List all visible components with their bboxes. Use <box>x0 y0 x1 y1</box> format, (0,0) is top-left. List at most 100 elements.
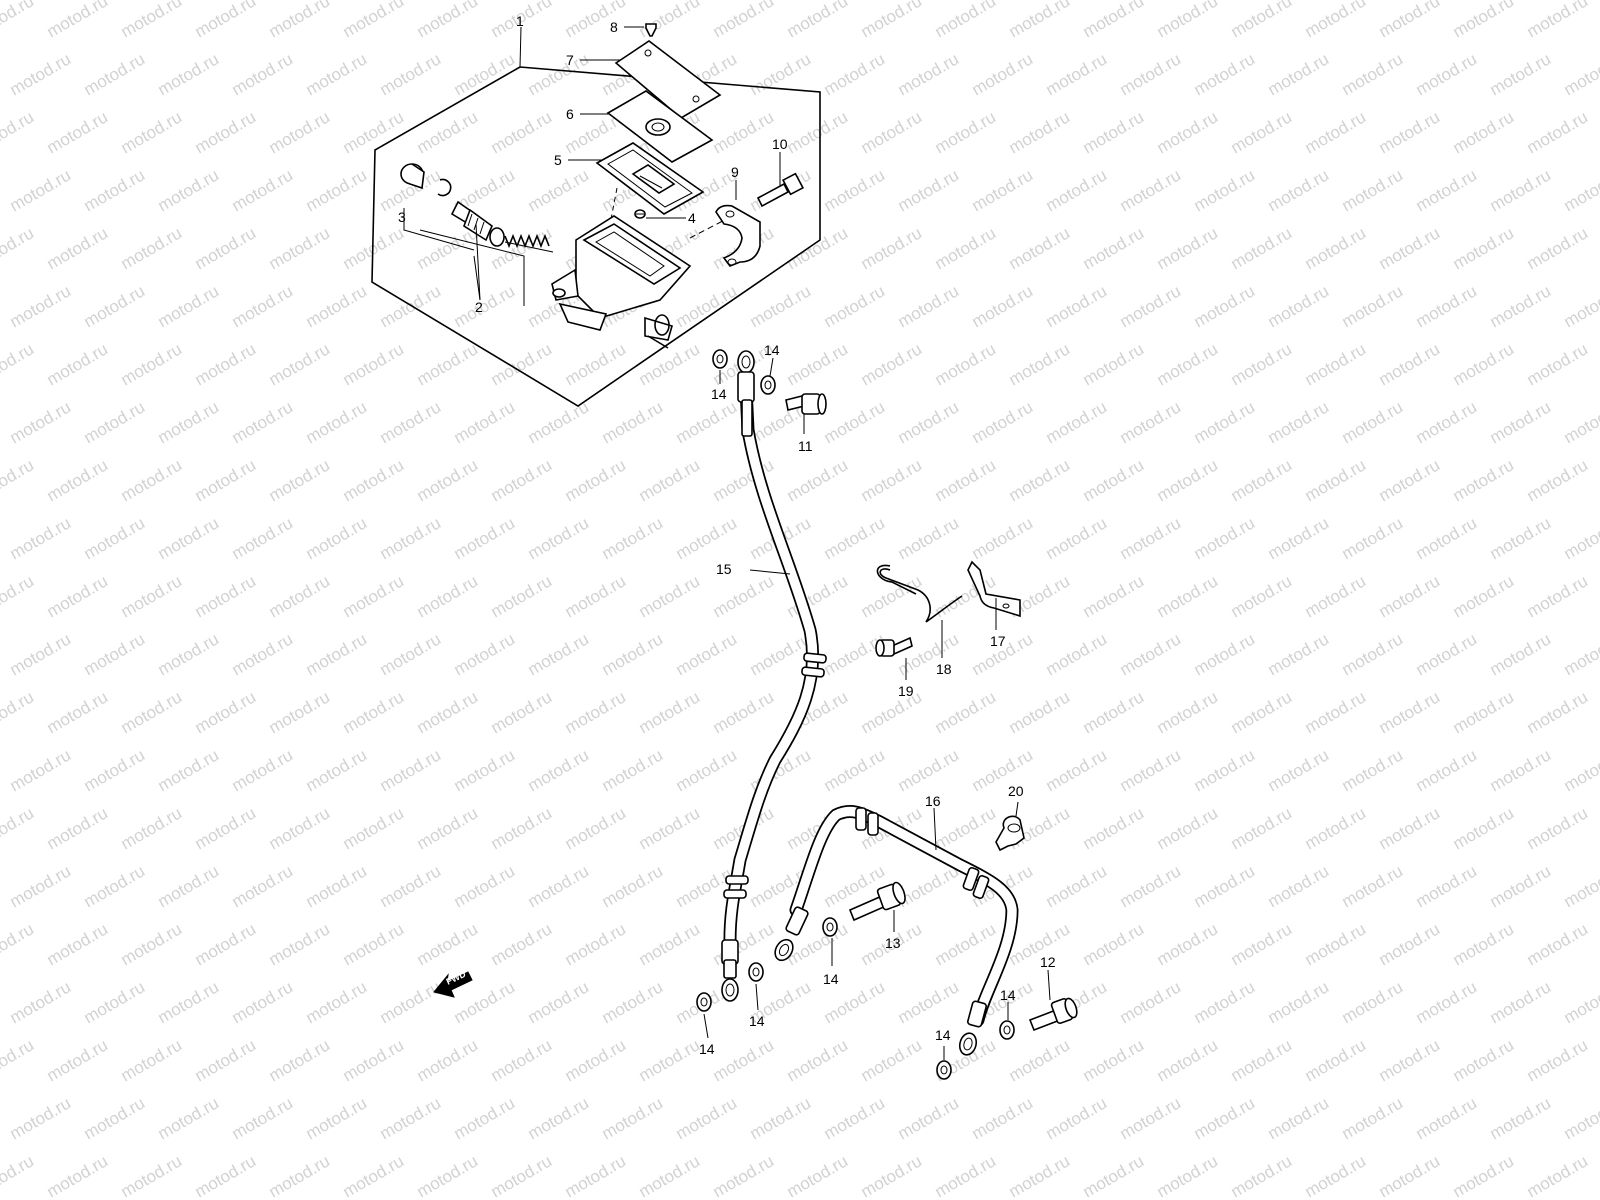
watermark-text: motod.ru <box>636 571 704 621</box>
watermark-text: motod.ru <box>525 629 593 679</box>
assembly-outline <box>371 66 821 407</box>
watermark-text: motod.ru <box>1265 281 1333 331</box>
watermark-text: motod.ru <box>155 49 223 99</box>
part-lower-hose <box>774 805 1019 1056</box>
watermark-text: motod.ru <box>229 513 297 563</box>
part-label-8: 8 <box>610 19 618 35</box>
watermark-text: motod.ru <box>0 1035 37 1085</box>
watermark-text: motod.ru <box>414 803 482 853</box>
watermark-text: motod.ru <box>1302 1151 1370 1200</box>
watermark-text: motod.ru <box>1339 745 1407 795</box>
watermark-text: motod.ru <box>1524 919 1592 969</box>
watermark-text: motod.ru <box>1450 803 1518 853</box>
watermark-text: motod.ru <box>1339 977 1407 1027</box>
watermark-text: motod.ru <box>340 107 408 157</box>
watermark-text: motod.ru <box>1450 687 1518 737</box>
watermark-text: motod.ru <box>44 1035 112 1085</box>
watermark-text: motod.ru <box>1524 687 1592 737</box>
watermark-text: motod.ru <box>525 977 593 1027</box>
watermark-text: motod.ru <box>155 1093 223 1143</box>
watermark-text: motod.ru <box>0 223 37 273</box>
watermark-text: motod.ru <box>1117 1093 1185 1143</box>
watermark-text: motod.ru <box>1080 919 1148 969</box>
watermark-text: motod.ru <box>488 571 556 621</box>
watermark-text: motod.ru <box>266 107 334 157</box>
watermark-text: motod.ru <box>1154 107 1222 157</box>
watermark-text: motod.ru <box>858 107 926 157</box>
watermark-text: motod.ru <box>969 49 1037 99</box>
watermark-text: motod.ru <box>1117 281 1185 331</box>
watermark-text: motod.ru <box>340 571 408 621</box>
watermark-text: motod.ru <box>192 339 260 389</box>
watermark-text: motod.ru <box>44 455 112 505</box>
watermark-text: motod.ru <box>1339 165 1407 215</box>
watermark-text: motod.ru <box>266 571 334 621</box>
watermark-text: motod.ru <box>44 1151 112 1200</box>
watermark-text: motod.ru <box>1561 513 1600 563</box>
watermark-text: motod.ru <box>377 861 445 911</box>
watermark-text: motod.ru <box>1376 107 1444 157</box>
watermark-text: motod.ru <box>1080 455 1148 505</box>
watermark-text: motod.ru <box>525 513 593 563</box>
watermark-text: motod.ru <box>44 107 112 157</box>
watermark-text: motod.ru <box>488 455 556 505</box>
watermark-text: motod.ru <box>1043 513 1111 563</box>
watermark-text: motod.ru <box>44 803 112 853</box>
watermark-text: motod.ru <box>1117 629 1185 679</box>
watermark-text: motod.ru <box>710 1035 778 1085</box>
watermark-text: motod.ru <box>229 281 297 331</box>
watermark-text: motod.ru <box>451 397 519 447</box>
watermark-text: motod.ru <box>0 1151 37 1200</box>
watermark-text: motod.ru <box>0 687 37 737</box>
watermark-text: motod.ru <box>81 1093 149 1143</box>
watermark-text: motod.ru <box>266 919 334 969</box>
watermark-text: motod.ru <box>1265 165 1333 215</box>
watermark-text: motod.ru <box>1561 49 1600 99</box>
watermark-text: motod.ru <box>1154 0 1222 41</box>
watermark-text: motod.ru <box>1450 571 1518 621</box>
watermark-text: motod.ru <box>784 1151 852 1200</box>
watermark-text: motod.ru <box>858 223 926 273</box>
watermark-text: motod.ru <box>118 0 186 41</box>
watermark-text: motod.ru <box>1524 571 1592 621</box>
watermark-text: motod.ru <box>1191 977 1259 1027</box>
watermark-text: motod.ru <box>118 455 186 505</box>
part-clamp-holder <box>715 204 761 267</box>
watermark-text: motod.ru <box>451 629 519 679</box>
watermark-text: motod.ru <box>673 629 741 679</box>
watermark-text: motod.ru <box>858 1151 926 1200</box>
watermark-text: motod.ru <box>81 281 149 331</box>
watermark-text: motod.ru <box>229 861 297 911</box>
watermark-text: motod.ru <box>821 281 889 331</box>
watermark-text: motod.ru <box>821 1093 889 1143</box>
part-labels: 1 2 3 4 5 6 7 8 9 10 11 12 13 14 14 14 1… <box>398 13 1056 1057</box>
watermark-text: motod.ru <box>1339 281 1407 331</box>
part-cap-screw <box>645 23 657 37</box>
part-label-9: 9 <box>731 164 739 180</box>
watermark-text: motod.ru <box>1524 803 1592 853</box>
part-label-14f: 14 <box>1000 987 1016 1003</box>
watermark-text: motod.ru <box>0 455 37 505</box>
part-label-6: 6 <box>566 106 574 122</box>
watermark-text: motod.ru <box>599 513 667 563</box>
watermark-text: motod.ru <box>1487 977 1555 1027</box>
watermark-text: motod.ru <box>525 49 593 99</box>
watermark-text: motod.ru <box>7 629 75 679</box>
watermark-text: motod.ru <box>525 745 593 795</box>
part-label-1: 1 <box>516 13 524 29</box>
watermark-text: motod.ru <box>1154 1151 1222 1200</box>
watermark-text: motod.ru <box>1006 1151 1074 1200</box>
watermark-text: motod.ru <box>562 1151 630 1200</box>
watermark-text: motod.ru <box>303 49 371 99</box>
watermark-text: motod.ru <box>1339 629 1407 679</box>
watermark-text: motod.ru <box>340 1035 408 1085</box>
watermark-text: motod.ru <box>1265 397 1333 447</box>
watermark-text: motod.ru <box>747 49 815 99</box>
watermark-text: motod.ru <box>229 397 297 447</box>
watermark-text: motod.ru <box>1006 223 1074 273</box>
watermark-text: motod.ru <box>895 745 963 795</box>
watermark-text: motod.ru <box>821 397 889 447</box>
watermark-text: motod.ru <box>1228 1035 1296 1085</box>
